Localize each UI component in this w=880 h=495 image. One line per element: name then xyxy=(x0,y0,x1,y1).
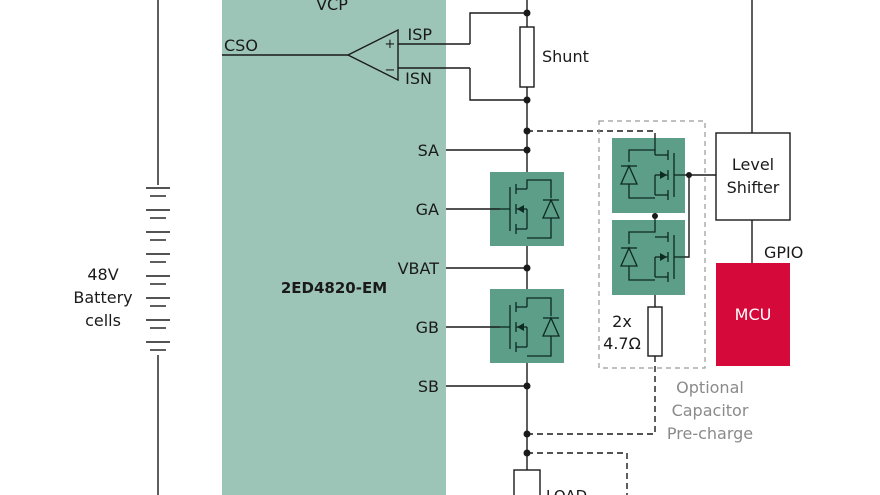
mosfet-a-symbol xyxy=(500,179,561,239)
node-vbat xyxy=(523,264,531,272)
shunt-resistor xyxy=(519,26,535,88)
amp-plus-sign: + xyxy=(385,37,396,52)
isn-wire xyxy=(469,68,527,101)
chip-name: 2ED4820-EM xyxy=(281,279,387,297)
pin-cso-label: CSO xyxy=(224,36,258,55)
precharge-group-outline xyxy=(598,120,706,369)
mcu-label: MCU xyxy=(735,305,772,324)
resistor-label-line2: 4.7Ω xyxy=(603,334,641,353)
precharge-caption-line3: Pre-charge xyxy=(667,424,753,443)
current-sense-amplifier xyxy=(346,28,399,82)
precharge-caption-line1: Optional xyxy=(676,378,744,397)
battery-label-line1: 48V xyxy=(87,265,118,284)
level-shifter-label-line1: Level xyxy=(732,155,774,174)
battery-cells-symbol xyxy=(146,187,170,351)
pin-vcp-label: VCP xyxy=(316,0,348,14)
chip-block xyxy=(222,0,446,495)
precharge-mosfet-1-symbol xyxy=(619,138,685,200)
node-shunt-top xyxy=(523,9,531,17)
mcu-block xyxy=(716,263,790,366)
gpio-label: GPIO xyxy=(764,243,803,262)
pin-vbat-label: VBAT xyxy=(398,259,440,278)
battery-label-line3: cells xyxy=(85,311,121,330)
pin-gb-label: GB xyxy=(416,318,439,337)
level-shifter-label-line2: Shifter xyxy=(727,178,780,197)
precharge-caption-line2: Capacitor xyxy=(672,401,749,420)
node-sb xyxy=(523,382,531,390)
precharge-resistor xyxy=(647,306,663,357)
precharge-dashed-bottom xyxy=(527,356,656,435)
isp-wire xyxy=(469,12,527,44)
pin-ga-label: GA xyxy=(416,200,439,219)
node-shunt-bottom xyxy=(523,96,531,104)
node-sa xyxy=(523,146,531,154)
battery-label-line2: Battery xyxy=(73,288,132,307)
load-dashed-wire xyxy=(527,452,628,495)
load-label: LOAD xyxy=(546,487,587,495)
node-gate xyxy=(686,172,692,178)
precharge-gate-wire xyxy=(685,174,690,258)
pin-isp-label: ISP xyxy=(407,25,432,44)
mosfet-b-symbol xyxy=(500,297,561,357)
pin-sa-label: SA xyxy=(418,141,439,160)
node-precharge-mid xyxy=(652,213,658,219)
precharge-dashed-top xyxy=(527,130,656,138)
level-shifter-box xyxy=(715,132,791,221)
shunt-label: Shunt xyxy=(542,47,589,66)
resistor-label-line1: 2x xyxy=(612,312,632,331)
pin-isn-label: ISN xyxy=(405,69,432,88)
precharge-mosfet-2-symbol xyxy=(619,213,685,282)
amp-minus-sign: − xyxy=(385,63,396,78)
load-box xyxy=(513,469,541,495)
pin-sb-label: SB xyxy=(418,377,439,396)
